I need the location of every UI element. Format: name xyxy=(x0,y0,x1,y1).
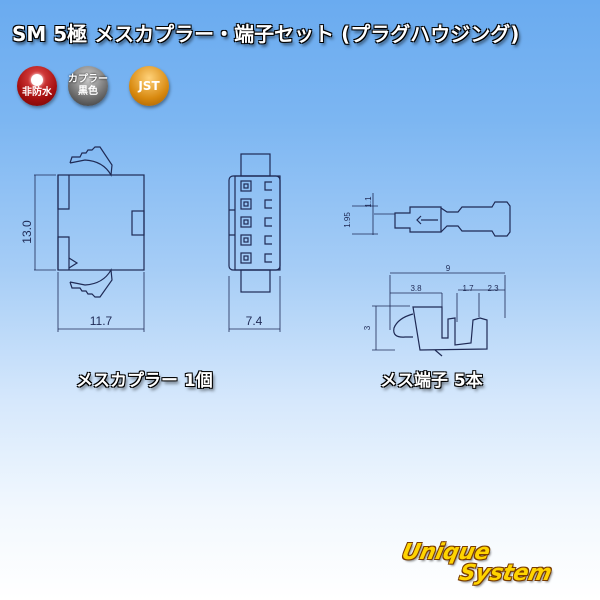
dim-2-3: 2.3 xyxy=(487,284,499,293)
page-title: SM 5極 メスカプラー・端子セット (プラグハウジング) xyxy=(12,22,520,46)
dim-3-8: 3.8 xyxy=(410,284,422,293)
unique-system-logo: Unique System xyxy=(385,540,558,586)
dim-1-1: 1.1 xyxy=(364,196,373,208)
dim-3: 3 xyxy=(363,325,372,330)
logo-line2: System xyxy=(457,561,555,586)
badge-coupler-color: カプラー 黒色 xyxy=(68,66,108,106)
dim-height: 13.0 xyxy=(20,220,34,244)
coupler-front-drawing xyxy=(228,153,281,332)
coupler-side-drawing xyxy=(34,146,145,332)
badge-label: 黒色 xyxy=(78,86,98,97)
dim-width: 11.7 xyxy=(90,314,113,328)
terminal-top-drawing xyxy=(352,193,511,237)
sun-icon xyxy=(31,73,43,86)
badge-non-waterproof: 非防水 xyxy=(17,66,57,106)
terminal-side-drawing xyxy=(372,272,506,357)
dim-1-7: 1.7 xyxy=(462,284,474,293)
coupler-label: メスカプラー 1個 xyxy=(76,371,213,391)
terminal-label: メス端子 5本 xyxy=(380,371,483,391)
badge-label: JST xyxy=(138,79,160,93)
dim-9: 9 xyxy=(446,264,451,273)
dim-1-95: 1.95 xyxy=(343,212,352,228)
dim-front-width: 7.4 xyxy=(246,314,263,328)
badge-jst: JST xyxy=(129,66,169,106)
badge-label: 非防水 xyxy=(22,86,52,98)
badge-label: カプラー xyxy=(68,74,108,85)
